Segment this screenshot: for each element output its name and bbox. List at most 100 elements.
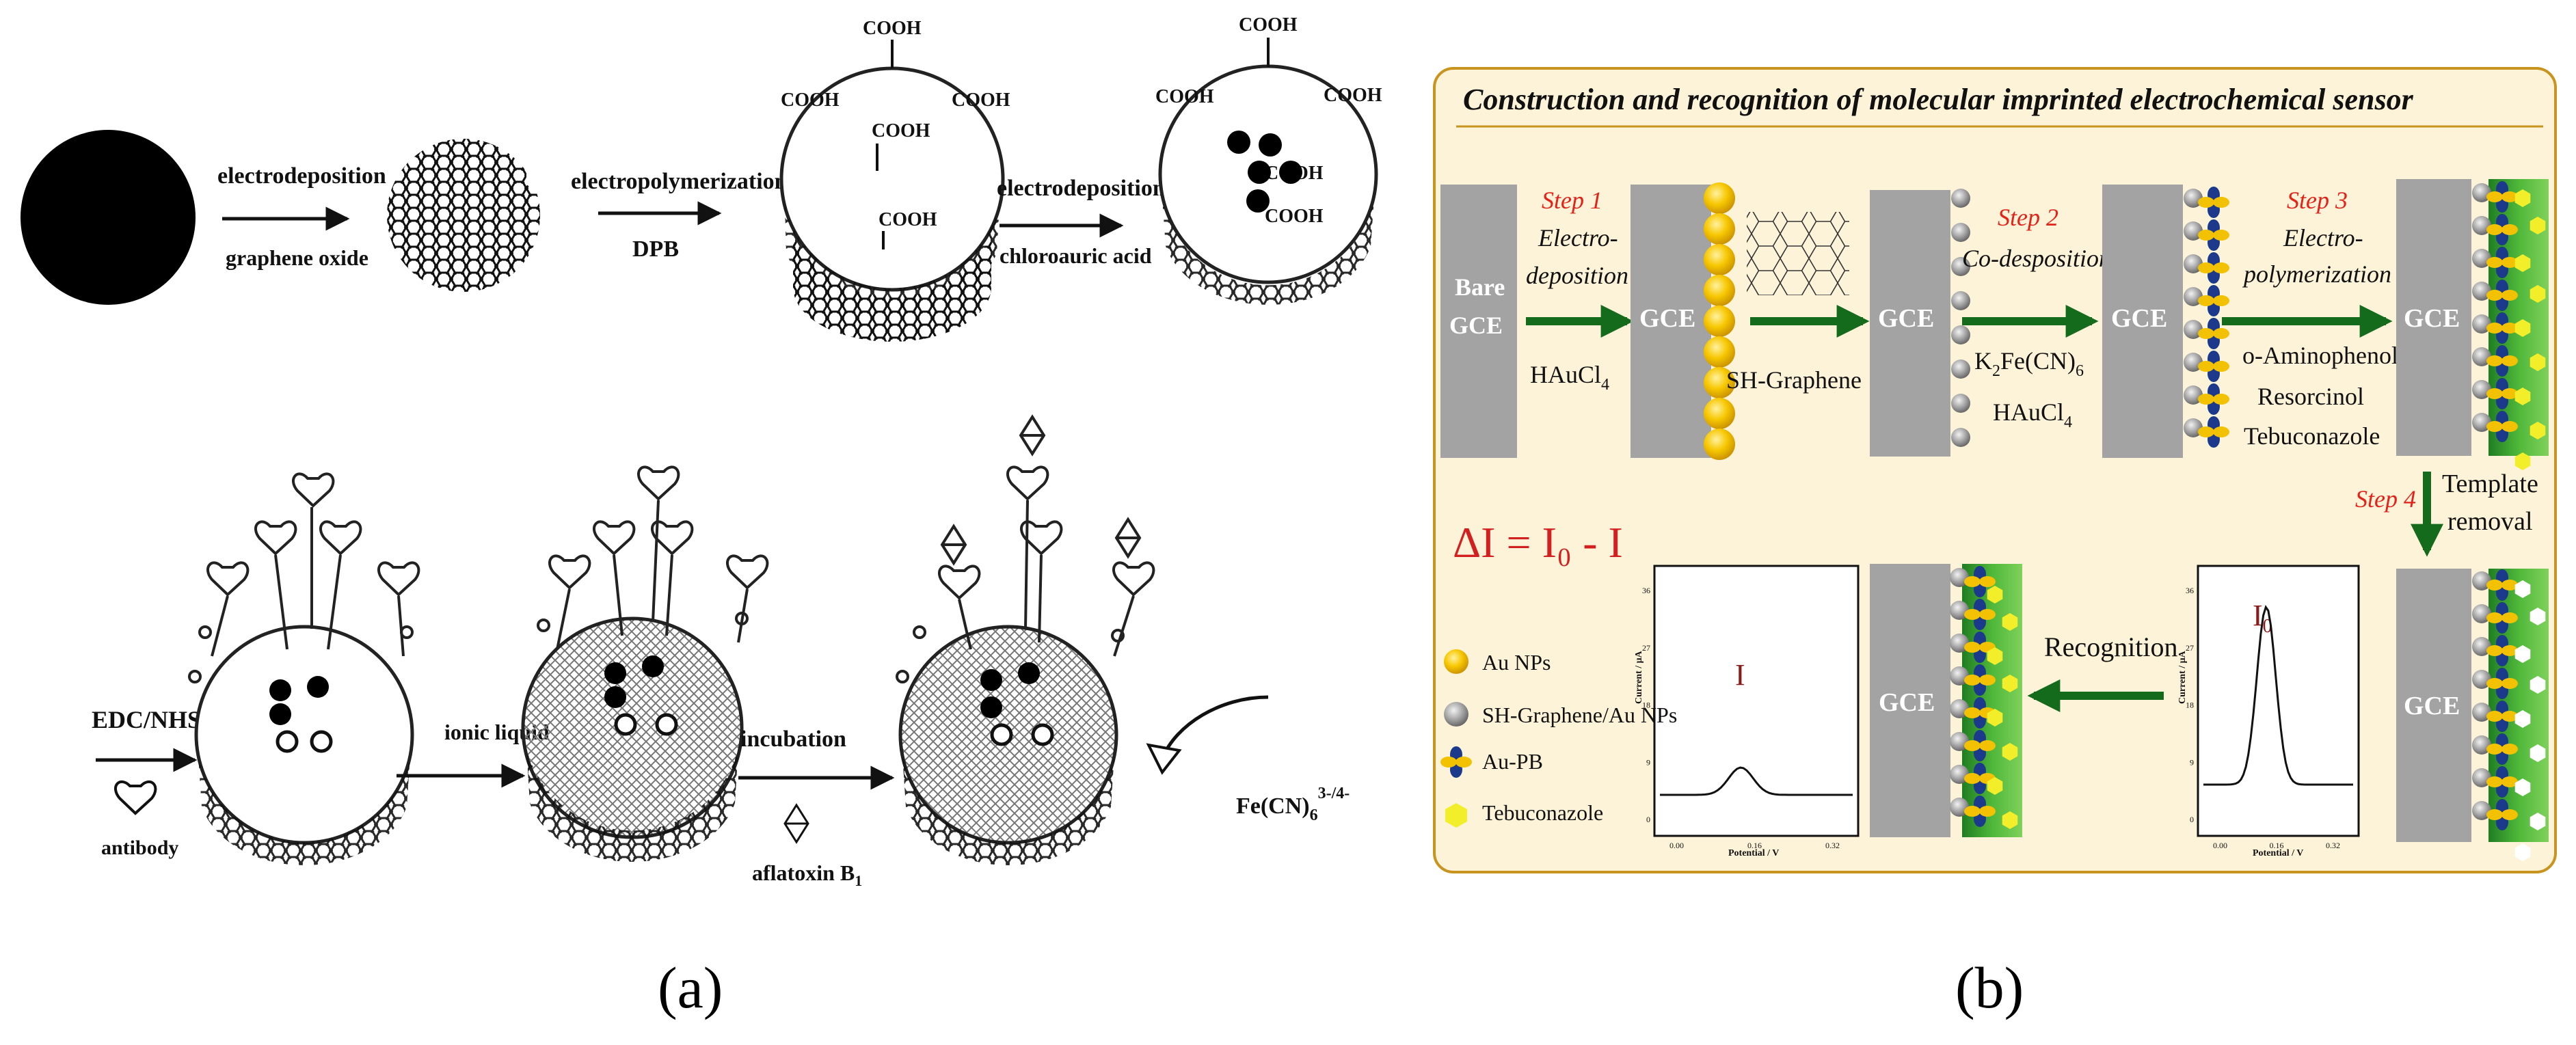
tebuconazole-molecule — [2002, 675, 2018, 692]
label-electrodeposition-2: electrodeposition — [997, 176, 1166, 201]
y-tick-label: 18 — [2186, 701, 2194, 710]
y-tick-label: 9 — [2190, 757, 2194, 767]
imprint-cavity — [2514, 843, 2531, 861]
au-pb-particle — [1440, 746, 1472, 778]
gold-np — [1704, 244, 1735, 275]
gold-np — [1704, 275, 1735, 306]
sh-graphene-np — [1950, 601, 1969, 620]
y-tick-label: 0 — [2190, 815, 2194, 824]
reagent-resorcinol: Resorcinol — [2257, 383, 2364, 410]
tebuconazole-molecule — [2514, 254, 2531, 272]
cooh-left-4: COOH — [1155, 86, 1214, 107]
sh-graphene-np — [1951, 257, 1970, 276]
template-line1: Template — [2442, 470, 2538, 498]
au-pb-particle — [1964, 730, 1996, 761]
gce-gold-rect — [1631, 185, 1711, 458]
bare-electrode-circle — [21, 130, 196, 305]
sh-graphene-np — [1950, 765, 1969, 784]
curved-arrow — [1160, 695, 1269, 759]
au-pb-particle — [2198, 252, 2229, 284]
gce-graphene-rect — [1870, 190, 1950, 457]
step4-label: Step 4 — [2355, 485, 2416, 513]
tebuconazole-molecule — [1987, 709, 2003, 727]
cooh-center: COOH — [872, 120, 930, 141]
au-pb-particle — [2198, 219, 2229, 251]
imprint-cavity — [2514, 778, 2531, 796]
reagent-aminophenol: o-Aminophenol — [2242, 342, 2398, 369]
sh-graphene-np — [2184, 189, 2203, 208]
x-tick-label: 0.32 — [1825, 841, 1840, 850]
gce-label-7: GCE — [1879, 688, 1935, 717]
sh-graphene-column — [1951, 189, 1970, 447]
x-tick-label: 0.00 — [2213, 841, 2227, 850]
sh-graphene-np — [2184, 418, 2203, 437]
imprint-cavity — [2514, 645, 2531, 663]
graphene-sketch — [1747, 212, 1849, 295]
sh-graphene-np — [1951, 428, 1970, 447]
bare-gce-rect — [1440, 185, 1517, 458]
imprint-cavity — [2514, 710, 2531, 728]
bare-label: Bare — [1455, 273, 1505, 301]
sh-graphene-np — [1950, 568, 1969, 587]
au-pb-particle — [2198, 318, 2229, 349]
step3-line2: polymerization — [2242, 260, 2391, 288]
label-dpb: DPB — [632, 236, 679, 262]
x-tick-label: 0.16 — [2270, 841, 2284, 850]
tebuconazole-molecule — [2514, 189, 2531, 207]
gce-aupb-rect — [2102, 185, 2183, 458]
label-electrodeposition: electrodeposition — [217, 163, 386, 189]
legend-sh-graphene-icon — [1444, 702, 1468, 727]
curve-i — [1660, 766, 1853, 796]
gce-imprinted-rect — [2396, 179, 2471, 456]
sh-graphene-np — [2472, 282, 2491, 301]
tebuconazole-molecule — [2530, 285, 2546, 303]
au-pb-particle — [1964, 599, 1996, 630]
sh-graphene-np — [2472, 249, 2491, 268]
gold-np — [1704, 398, 1735, 429]
sh-graphene-np — [2184, 353, 2203, 372]
bare-gce-label: GCE — [1449, 312, 1503, 339]
graphene-sheet — [387, 137, 550, 292]
au-pb-particle — [2486, 378, 2518, 409]
cooh-top: COOH — [863, 18, 922, 39]
sh-graphene-np — [1951, 325, 1970, 344]
haucl4-label-2: HAuCl4 — [1993, 398, 2072, 431]
sh-graphene-np — [2472, 314, 2491, 334]
y-tick-label: 27 — [1642, 643, 1650, 653]
sh-graphene-np — [2184, 320, 2203, 339]
k2fe-label: K2Fe(CN)6 — [1974, 347, 2084, 380]
curve-i0 — [2203, 605, 2353, 786]
sh-graphene-np — [1951, 189, 1970, 208]
legend-tebuconazole: Tebuconazole — [1482, 800, 1603, 825]
au-pb-particle — [2486, 602, 2518, 634]
label-electropolymerization: electropolymerization — [571, 169, 788, 194]
gold-np — [1704, 306, 1735, 337]
label-ferricyanide: Fe(CN)63-/4- — [1236, 785, 1350, 824]
y-tick-label: 27 — [2186, 643, 2194, 653]
tebuconazole-molecule — [2514, 452, 2531, 470]
imprint-cavity — [2530, 813, 2546, 830]
sh-graphene-np — [1950, 699, 1969, 718]
sh-graphene-np — [2472, 768, 2491, 787]
au-pb-column — [2184, 187, 2229, 448]
tebuconazole-molecule — [1987, 777, 2003, 795]
label-incubation: incubation — [740, 727, 846, 752]
ylabel-left: Current / μA — [1634, 650, 1644, 704]
peak-label-i: I — [1735, 658, 1745, 692]
haucl4-label-1: HAuCl4 — [1530, 361, 1609, 394]
legend-au-nps-icon — [1444, 649, 1468, 674]
au-pb-particle — [2486, 312, 2518, 344]
step3-label: Step 3 — [2287, 187, 2348, 214]
au-pb-particle — [2198, 383, 2229, 415]
au-pb-particle — [2486, 181, 2518, 213]
au-pb-particle — [2198, 416, 2229, 448]
au-pb-particle — [2486, 280, 2518, 311]
panel-b: Construction and recognition of molecula… — [1433, 67, 2557, 873]
au-pb-column-removed — [2472, 569, 2518, 830]
cooh-electrode: COOH COOH COOH COOH COOH — [779, 18, 1010, 342]
caption-b: (b) — [1955, 955, 2024, 1020]
imprint-cavity — [2530, 676, 2546, 694]
au-pb-particle — [2486, 635, 2518, 666]
